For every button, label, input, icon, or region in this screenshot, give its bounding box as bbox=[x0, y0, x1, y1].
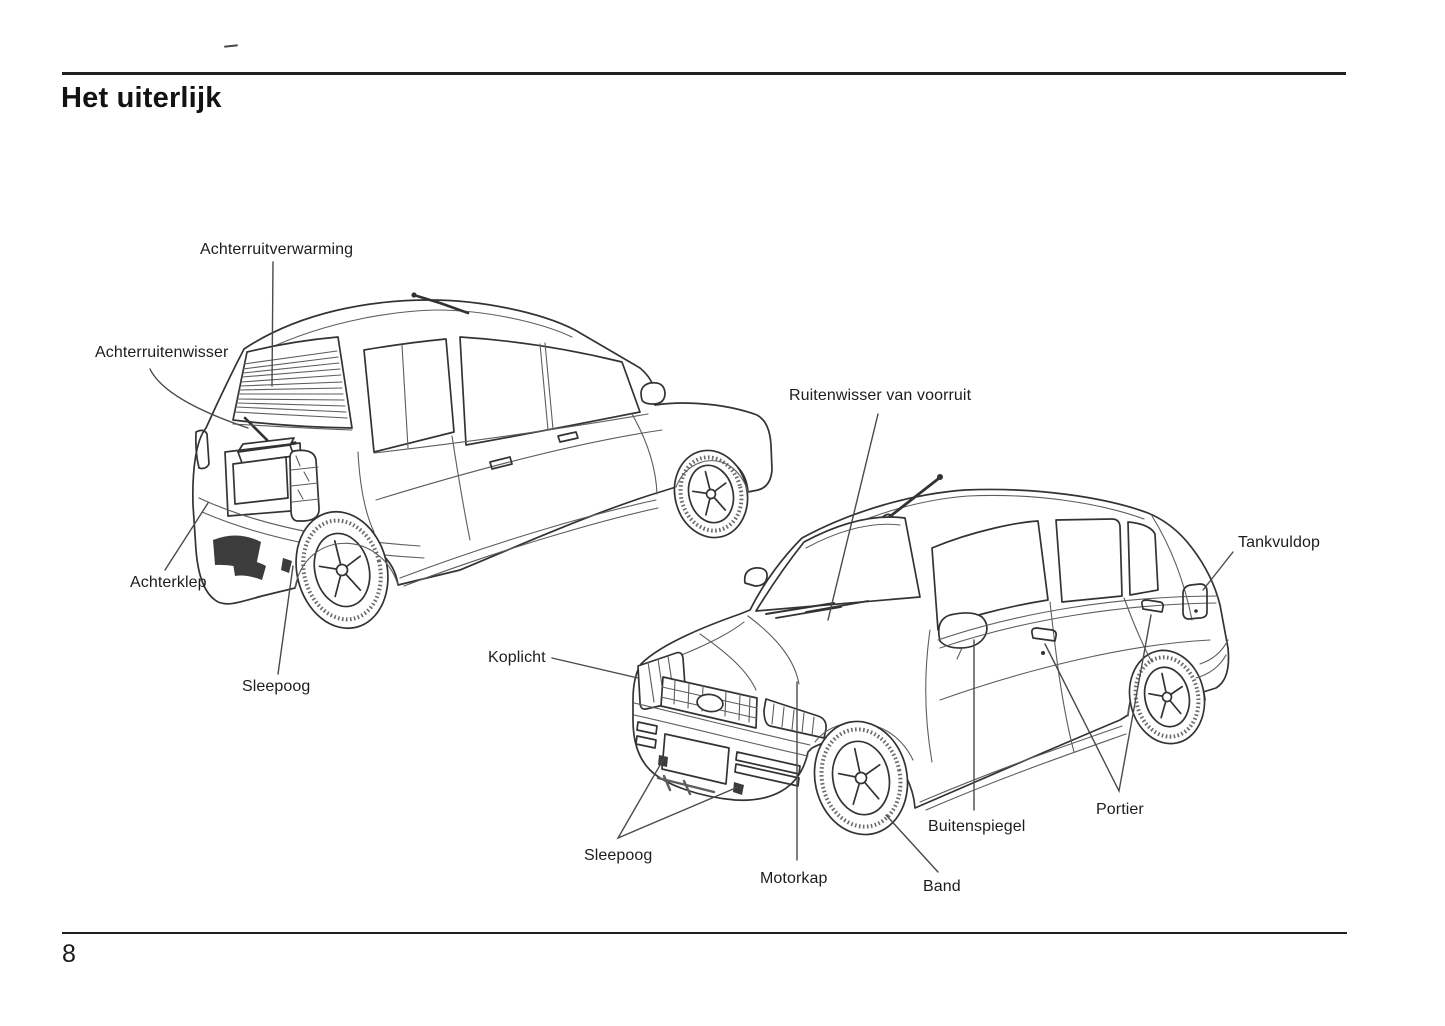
door-seams bbox=[357, 413, 658, 541]
rear-window bbox=[232, 336, 353, 429]
leader-tankvuldop bbox=[1202, 551, 1234, 591]
label-achterruitenwisser: Achterruitenwisser bbox=[95, 344, 229, 361]
door-handle bbox=[557, 431, 579, 443]
license-plate bbox=[232, 456, 289, 505]
rear-door-window bbox=[363, 338, 455, 453]
leader-achterruitverwarming bbox=[271, 261, 274, 387]
corner-lamp bbox=[194, 429, 210, 470]
label-portier: Portier bbox=[1096, 801, 1144, 818]
leader-portier bbox=[1044, 614, 1152, 794]
door-handle bbox=[489, 456, 513, 470]
leader-achterklep bbox=[164, 502, 209, 571]
far-wheel bbox=[213, 535, 261, 571]
label-ruitenwisser-van-voorruit: Ruitenwisser van voorruit bbox=[789, 387, 972, 404]
leader-ruitenwisser bbox=[827, 413, 879, 621]
fuel-filler-door bbox=[1182, 583, 1208, 620]
leader-koplicht bbox=[551, 657, 639, 679]
antenna bbox=[411, 292, 470, 315]
far-side-mirror bbox=[743, 567, 768, 587]
bottom-rule bbox=[62, 932, 1347, 934]
label-sleepoog-rear: Sleepoog bbox=[242, 678, 311, 695]
label-motorkap: Motorkap bbox=[760, 870, 828, 887]
rear-wheel bbox=[1128, 649, 1206, 745]
label-achterruitverwarming: Achterruitverwarming bbox=[200, 241, 354, 258]
door-seams bbox=[925, 597, 1153, 763]
leader-sleepoog-rear bbox=[277, 565, 294, 675]
defroster-lines bbox=[234, 350, 348, 419]
grille bbox=[660, 676, 758, 729]
door-handle-front bbox=[1031, 627, 1058, 642]
door-handle-rear bbox=[1141, 599, 1165, 613]
car-rear-view bbox=[192, 292, 773, 630]
quarter-window bbox=[1127, 521, 1159, 596]
beltline bbox=[232, 413, 649, 454]
label-band: Band bbox=[923, 878, 961, 895]
leader-sleepoog-front bbox=[616, 759, 739, 840]
taillight bbox=[289, 449, 320, 522]
label-buitenspiegel: Buitenspiegel bbox=[928, 818, 1026, 835]
windshield bbox=[755, 516, 921, 612]
leader-band bbox=[885, 814, 939, 873]
lock-keyhole bbox=[1041, 651, 1045, 655]
headlight-right bbox=[763, 698, 827, 739]
roof-drip-rail bbox=[251, 309, 573, 358]
rear-door-window bbox=[1055, 518, 1123, 603]
rear-wheel bbox=[295, 510, 389, 630]
front-wheel bbox=[673, 449, 749, 539]
label-koplicht: Koplicht bbox=[488, 649, 546, 666]
tow-hook bbox=[281, 558, 292, 573]
beltline bbox=[937, 595, 1219, 649]
leader-achterruitenwisser bbox=[149, 368, 249, 429]
front-wheel bbox=[813, 720, 909, 836]
page-number: 8 bbox=[62, 940, 76, 968]
brand-emblem bbox=[696, 693, 724, 713]
page-title: Het uiterlijk bbox=[61, 82, 222, 114]
top-rule bbox=[62, 72, 1346, 75]
car-front-view bbox=[632, 474, 1230, 836]
leader-lines bbox=[149, 261, 1234, 873]
label-achterklep: Achterklep bbox=[130, 574, 207, 591]
tow-hook-center bbox=[733, 782, 744, 795]
side-mirror bbox=[640, 381, 666, 405]
label-tankvuldop: Tankvuldop bbox=[1238, 534, 1320, 551]
label-sleepoog-front: Sleepoog bbox=[584, 847, 653, 864]
